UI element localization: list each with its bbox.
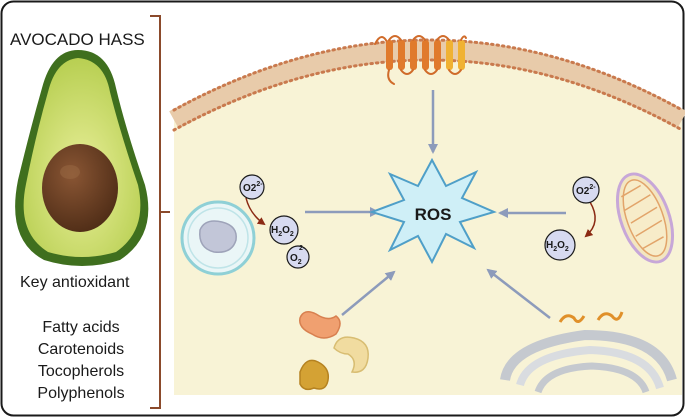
endoplasmic-reticulum <box>500 311 677 394</box>
avocado-seed <box>42 144 118 232</box>
superoxide-molecule-left <box>239 174 265 200</box>
ros-starburst <box>368 157 497 265</box>
key-antioxidant-label: Key antioxidant <box>20 274 130 291</box>
bracket <box>150 15 170 409</box>
svg-text:O22-: O22- <box>576 184 596 197</box>
oxygen-molecule-left <box>286 245 310 269</box>
mitochondrion <box>616 172 674 264</box>
hydrogen-peroxide-molecule-left <box>269 215 299 245</box>
arrow-lipids-to-ros <box>341 270 396 316</box>
peroxisome <box>180 200 256 276</box>
avocado-illustration <box>15 50 149 266</box>
lipid-droplets <box>299 311 369 391</box>
avocado-title: AVOCADO HASS <box>10 30 145 49</box>
arrow-er-to-ros <box>486 268 551 319</box>
left-molecules: O22- H2O2 O2 2- <box>239 174 310 269</box>
membrane-receptor <box>374 35 467 85</box>
svg-text:H2O2: H2O2 <box>271 225 294 238</box>
right-molecules: O22- H2O2 <box>544 176 600 261</box>
svg-text:O2: O2 <box>290 253 302 266</box>
compound-carotenoids: Carotenoids <box>37 341 125 358</box>
compound-tocopherols: Tocopherols <box>37 363 125 380</box>
compound-polyphenols: Polyphenols <box>37 385 125 402</box>
compound-fatty-acids: Fatty acids <box>42 319 120 336</box>
hydrogen-peroxide-molecule-right <box>544 229 576 261</box>
svg-text:O22-: O22- <box>243 181 263 194</box>
ros-label: ROS <box>415 205 452 224</box>
superoxide-molecule-right <box>572 176 600 204</box>
svg-text:H2O2: H2O2 <box>546 240 569 253</box>
svg-text:2-: 2- <box>299 245 306 252</box>
arrows <box>305 90 566 319</box>
